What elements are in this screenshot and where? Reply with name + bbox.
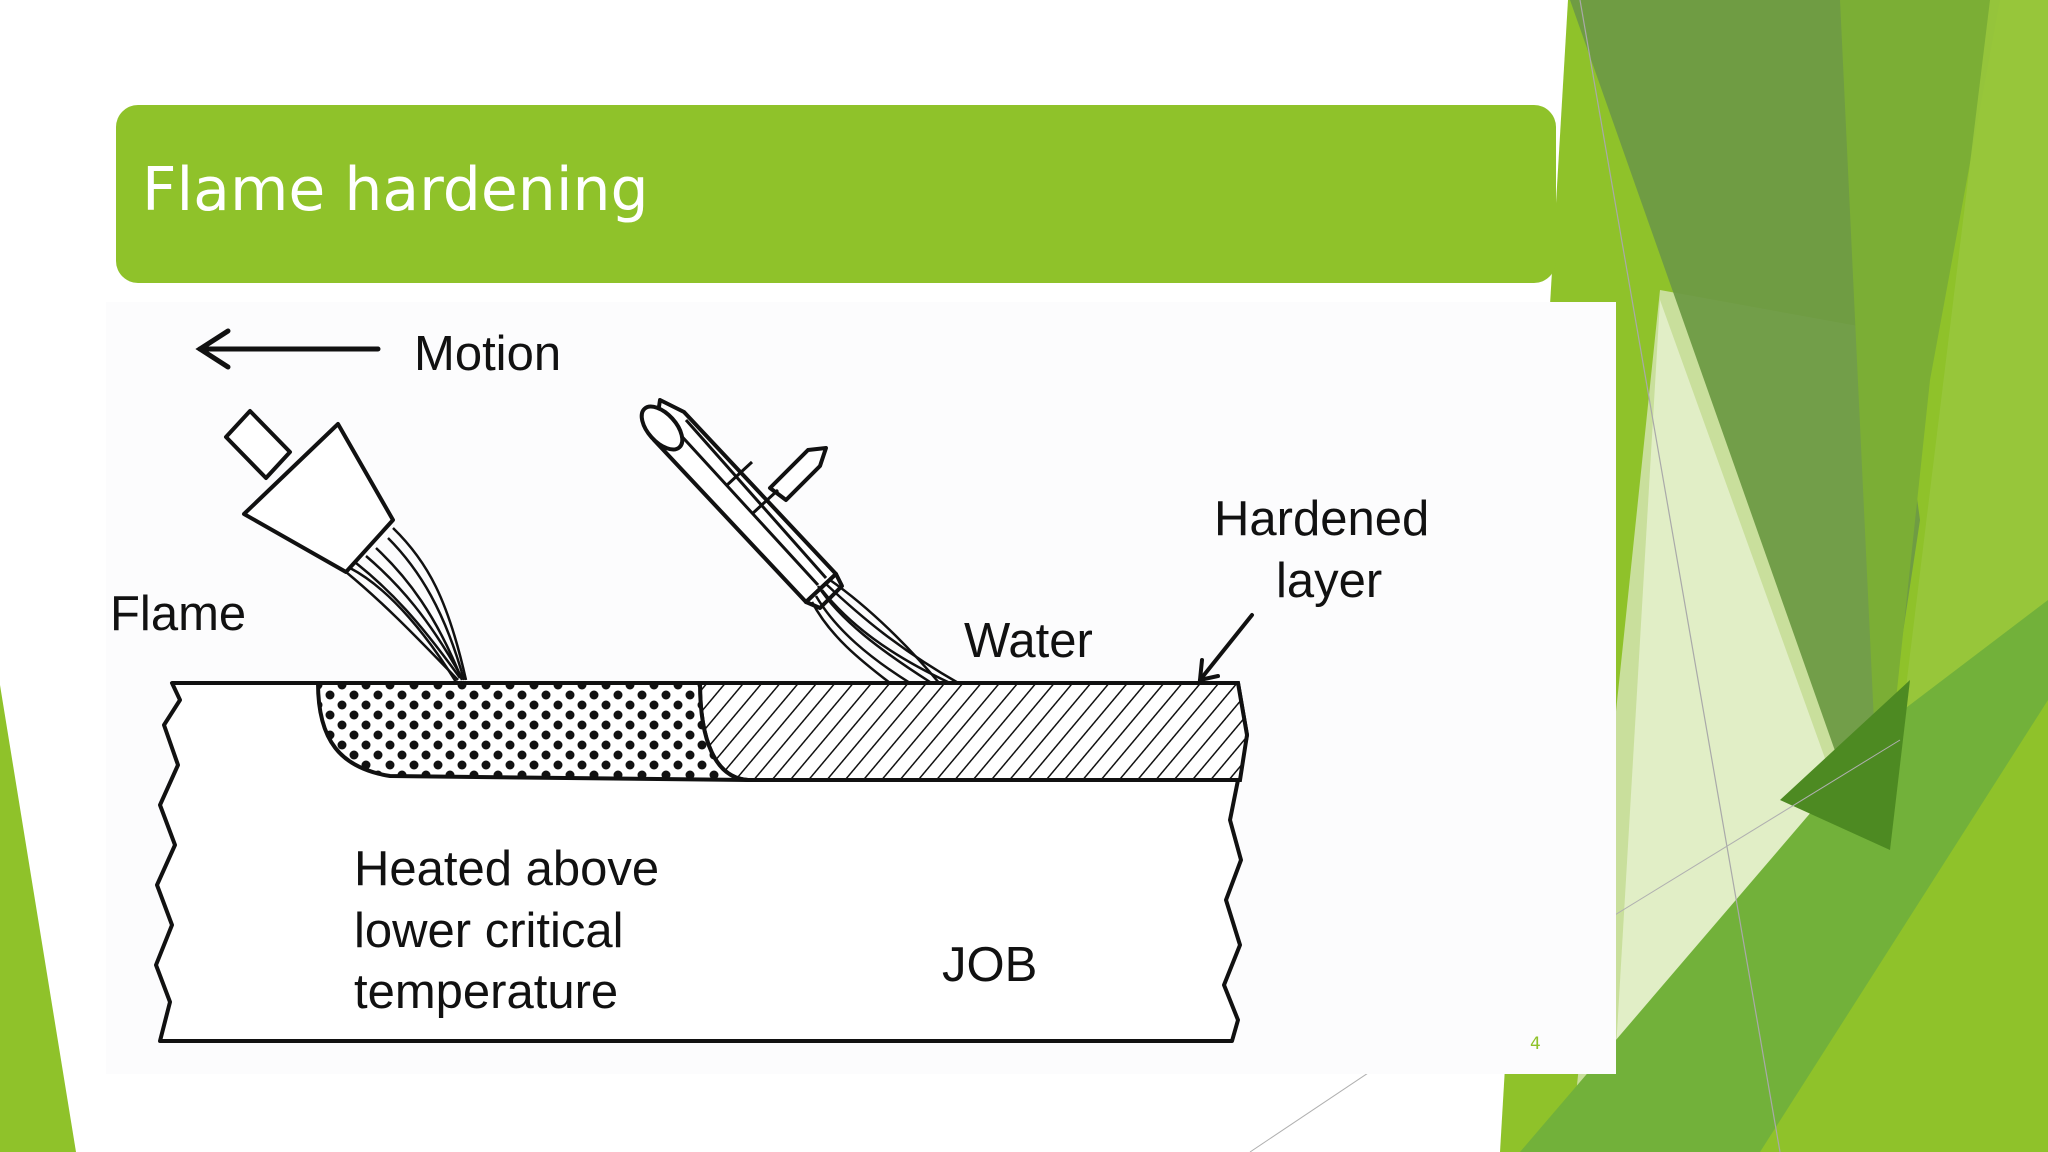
- right-decor-deep: [1780, 680, 1910, 850]
- slide-title: Flame hardening: [142, 155, 649, 225]
- right-decor-mid: [1840, 0, 2000, 850]
- label-job: JOB: [942, 938, 1038, 992]
- motion-arrow: [195, 328, 381, 370]
- label-heated-line2: lower critical: [354, 904, 624, 958]
- page-number: 4: [1530, 1034, 1541, 1054]
- label-hardened-layer-line2: layer: [1276, 554, 1383, 608]
- left-green-strip: [0, 685, 76, 1152]
- label-motion: Motion: [414, 327, 562, 381]
- decor-line-1: [1579, 0, 1781, 1152]
- label-heated-line3: temperature: [354, 965, 619, 1019]
- hardened-layer-arrow: [1197, 613, 1254, 683]
- water-nozzle: [639, 398, 844, 610]
- flame-torch: [224, 409, 395, 574]
- label-water: Water: [964, 614, 1093, 668]
- title-bar: [116, 105, 1556, 283]
- label-flame: Flame: [110, 587, 247, 641]
- water-jets: [810, 578, 961, 686]
- right-decor-lime: [1760, 700, 2048, 1152]
- flame-jets: [345, 527, 468, 683]
- right-decor-olive: [1570, 0, 1920, 850]
- label-hardened-layer-line1: Hardened: [1214, 492, 1430, 546]
- label-heated-line1: Heated above: [354, 842, 660, 896]
- hardened-layer-zone: [697, 681, 1250, 782]
- heated-zone: [315, 681, 749, 782]
